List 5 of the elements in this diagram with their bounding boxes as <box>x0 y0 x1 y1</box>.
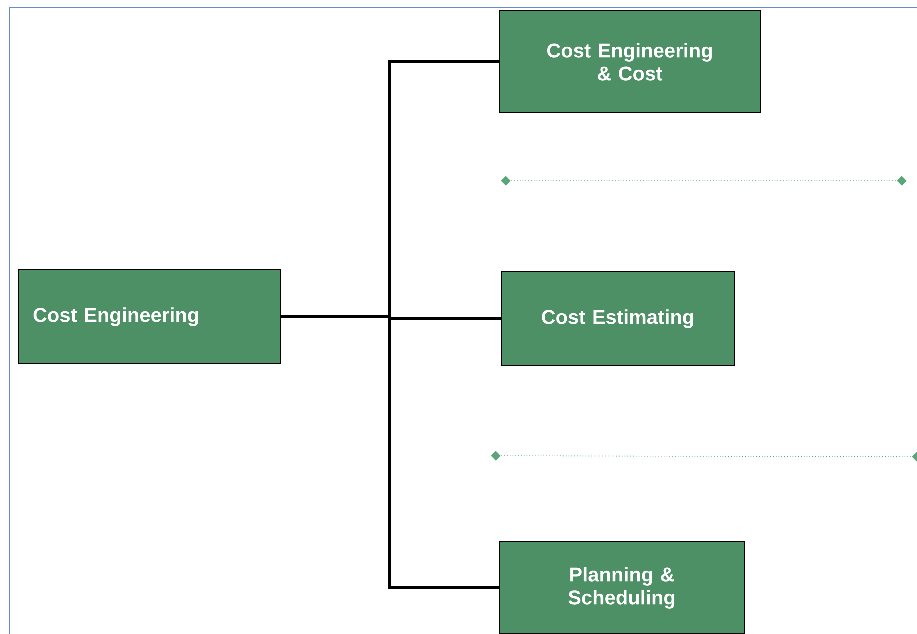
process-box: Cost Engineering & Cost <box>499 10 761 114</box>
process-box: Planning & Scheduling <box>499 542 745 634</box>
process-box: Cost Estimating <box>501 272 735 366</box>
connector-line <box>282 316 499 590</box>
process-box: Cost Engineering <box>18 270 282 364</box>
